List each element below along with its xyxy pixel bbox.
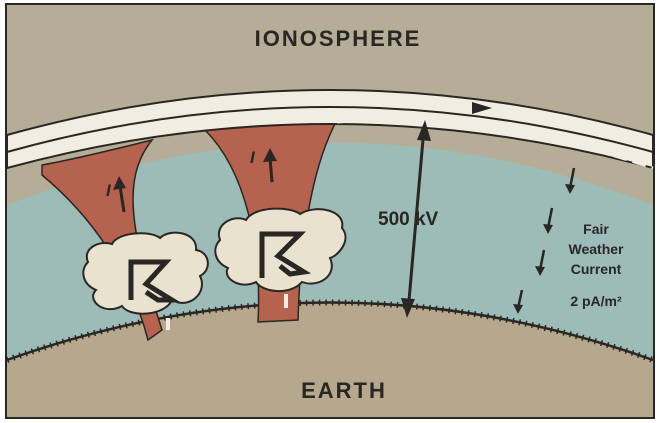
lightning-bolt-icon (259, 231, 312, 278)
down-arrow-icon (513, 304, 523, 314)
fair-weather-label-line3: Current (571, 261, 622, 277)
current-arrow-right (263, 148, 277, 183)
lightning-bolt-icon (128, 259, 181, 303)
voltage-label: 500 kV (378, 209, 439, 230)
ionosphere-label: IONOSPHERE (255, 26, 422, 51)
current-density-label: 2 pA/m² (570, 293, 622, 309)
up-arrow-icon (113, 176, 126, 190)
atmosphere-dashed-boundary (336, 118, 654, 170)
down-arrow-icon (543, 224, 553, 234)
cloud-base-left (166, 318, 170, 330)
current-arrow-left (113, 176, 126, 213)
fair-weather-label-line1: Fair (583, 221, 609, 237)
arrowhead-up-icon (417, 120, 431, 141)
storm-cloud-left (82, 231, 209, 315)
up-arrow-icon (263, 148, 277, 162)
cloud-base-right (284, 294, 288, 308)
current-label-left: I (106, 181, 112, 200)
earth-label: EARTH (301, 378, 387, 403)
down-arrow-icon (535, 266, 545, 276)
thunderstorm-cloud-icon (82, 231, 209, 315)
fair-weather-label-line2: Weather (569, 241, 625, 257)
arrowhead-down-icon (401, 298, 415, 318)
storm-cloud-right (214, 207, 347, 292)
earth-region (7, 302, 653, 417)
voltage-arrow (401, 120, 431, 318)
earth-surface-line (6, 301, 654, 362)
shell-flow-arrow-icon (472, 102, 492, 114)
fair-weather-arrows (513, 167, 576, 314)
thunderstorm-cloud-icon (214, 207, 347, 292)
ionosphere-inner-line (6, 106, 654, 153)
down-arrow-icon (565, 184, 575, 194)
current-label-right: I (250, 148, 256, 167)
